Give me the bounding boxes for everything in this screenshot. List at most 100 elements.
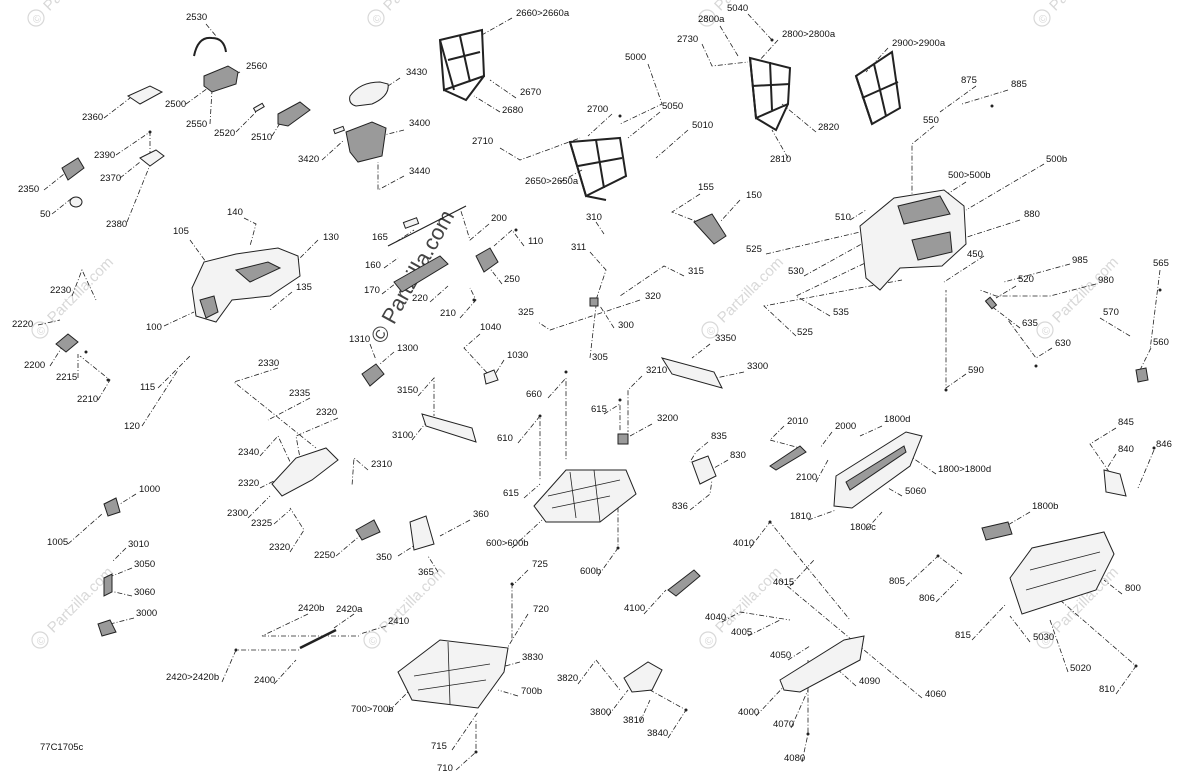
- callout-label[interactable]: 360: [473, 509, 489, 520]
- callout-label[interactable]: 2100: [796, 472, 817, 483]
- callout-label[interactable]: 830: [730, 450, 746, 461]
- callout-label[interactable]: 535: [833, 307, 849, 318]
- callout-label[interactable]: 2420a: [336, 604, 363, 615]
- callout-label[interactable]: 300: [618, 320, 634, 331]
- callout-label[interactable]: 350: [376, 552, 392, 563]
- callout-label[interactable]: 2360: [82, 112, 103, 123]
- callout-label[interactable]: 250: [504, 274, 520, 285]
- callout-label[interactable]: 2700: [587, 104, 608, 115]
- callout-label[interactable]: 2510: [251, 132, 272, 143]
- callout-label[interactable]: 630: [1055, 338, 1071, 349]
- callout-label[interactable]: 560: [1153, 337, 1169, 348]
- callout-label[interactable]: 525: [746, 244, 762, 255]
- callout-label[interactable]: 2900>2900a: [892, 38, 946, 49]
- callout-label[interactable]: 3800: [590, 707, 611, 718]
- callout-label[interactable]: 3430: [406, 67, 427, 78]
- callout-label[interactable]: 4050: [770, 650, 791, 661]
- callout-label[interactable]: 2320: [238, 478, 259, 489]
- callout-label[interactable]: 615: [503, 488, 519, 499]
- callout-label[interactable]: 845: [1118, 417, 1134, 428]
- callout-label[interactable]: 5000: [625, 52, 646, 63]
- callout-label[interactable]: 2520: [214, 128, 235, 139]
- callout-label[interactable]: 3820: [557, 673, 578, 684]
- callout-label[interactable]: 2230: [50, 285, 71, 296]
- callout-label[interactable]: 4080: [784, 753, 805, 764]
- callout-label[interactable]: 725: [532, 559, 548, 570]
- callout-label[interactable]: 5010: [692, 120, 713, 131]
- callout-label[interactable]: 1800c: [850, 522, 876, 533]
- callout-label[interactable]: 600b: [580, 566, 601, 577]
- callout-label[interactable]: 2370: [100, 173, 121, 184]
- callout-label[interactable]: 4100: [624, 603, 645, 614]
- callout-label[interactable]: 635: [1022, 318, 1038, 329]
- callout-label[interactable]: 2320: [316, 407, 337, 418]
- callout-label[interactable]: 715: [431, 741, 447, 752]
- callout-label[interactable]: 5020: [1070, 663, 1091, 674]
- callout-label[interactable]: 985: [1072, 255, 1088, 266]
- callout-label[interactable]: 3830: [522, 652, 543, 663]
- callout-label[interactable]: 2420>2420b: [166, 672, 219, 683]
- callout-label[interactable]: 610: [497, 433, 513, 444]
- callout-label[interactable]: 365: [418, 567, 434, 578]
- callout-label[interactable]: 2650>2650a: [525, 176, 579, 187]
- callout-label[interactable]: 3210: [646, 365, 667, 376]
- callout-label[interactable]: 5060: [905, 486, 926, 497]
- callout-label[interactable]: 110: [528, 236, 543, 247]
- callout-label[interactable]: 2800a: [698, 14, 725, 25]
- callout-label[interactable]: 525: [797, 327, 813, 338]
- callout-label[interactable]: 846: [1156, 439, 1172, 450]
- callout-label[interactable]: 1000: [139, 484, 160, 495]
- callout-label[interactable]: 2330: [258, 358, 279, 369]
- callout-label[interactable]: 2670: [520, 87, 541, 98]
- callout-label[interactable]: 510: [835, 212, 851, 223]
- callout-label[interactable]: 4010: [733, 538, 754, 549]
- callout-label[interactable]: 1800d: [884, 414, 910, 425]
- callout-label[interactable]: 1005: [47, 537, 68, 548]
- callout-label[interactable]: 2380: [106, 219, 127, 230]
- callout-label[interactable]: 810: [1099, 684, 1115, 695]
- callout-label[interactable]: 660: [526, 389, 542, 400]
- callout-label[interactable]: 4005: [731, 627, 752, 638]
- callout-label[interactable]: 875: [961, 75, 977, 86]
- callout-label[interactable]: 2560: [246, 61, 267, 72]
- callout-label[interactable]: 4015: [773, 577, 794, 588]
- callout-label[interactable]: 3840: [647, 728, 668, 739]
- callout-label[interactable]: 2200: [24, 360, 45, 371]
- callout-label[interactable]: 311: [571, 242, 586, 253]
- callout-label[interactable]: 1310: [349, 334, 370, 345]
- callout-label[interactable]: 200: [491, 213, 507, 224]
- callout-label[interactable]: 105: [173, 226, 189, 237]
- callout-label[interactable]: 2530: [186, 12, 207, 23]
- callout-label[interactable]: 3150: [397, 385, 418, 396]
- callout-label[interactable]: 170: [364, 285, 380, 296]
- callout-label[interactable]: 160: [365, 260, 381, 271]
- callout-label[interactable]: 4070: [773, 719, 794, 730]
- callout-label[interactable]: 155: [698, 182, 714, 193]
- callout-label[interactable]: 565: [1153, 258, 1169, 269]
- callout-label[interactable]: 600>600b: [486, 538, 529, 549]
- callout-label[interactable]: 4040: [705, 612, 726, 623]
- callout-label[interactable]: 2210: [77, 394, 98, 405]
- callout-label[interactable]: 3100: [392, 430, 413, 441]
- callout-label[interactable]: 530: [788, 266, 804, 277]
- callout-label[interactable]: 325: [518, 307, 534, 318]
- callout-label[interactable]: 150: [746, 190, 762, 201]
- callout-label[interactable]: 570: [1103, 307, 1119, 318]
- callout-label[interactable]: 120: [124, 421, 140, 432]
- callout-label[interactable]: 3300: [747, 361, 768, 372]
- callout-label[interactable]: 2220: [12, 319, 33, 330]
- callout-label[interactable]: 3050: [134, 559, 155, 570]
- callout-label[interactable]: 3350: [715, 333, 736, 344]
- callout-label[interactable]: 800: [1125, 583, 1141, 594]
- callout-label[interactable]: 2340: [238, 447, 259, 458]
- callout-label[interactable]: 615: [591, 404, 607, 415]
- callout-label[interactable]: 520: [1018, 274, 1034, 285]
- callout-label[interactable]: 3810: [623, 715, 644, 726]
- callout-label[interactable]: 710: [437, 763, 453, 774]
- callout-label[interactable]: 1040: [480, 322, 501, 333]
- callout-label[interactable]: 2350: [18, 184, 39, 195]
- callout-label[interactable]: 3060: [134, 587, 155, 598]
- callout-label[interactable]: 2310: [371, 459, 392, 470]
- callout-label[interactable]: 2320: [269, 542, 290, 553]
- callout-label[interactable]: 700b: [521, 686, 542, 697]
